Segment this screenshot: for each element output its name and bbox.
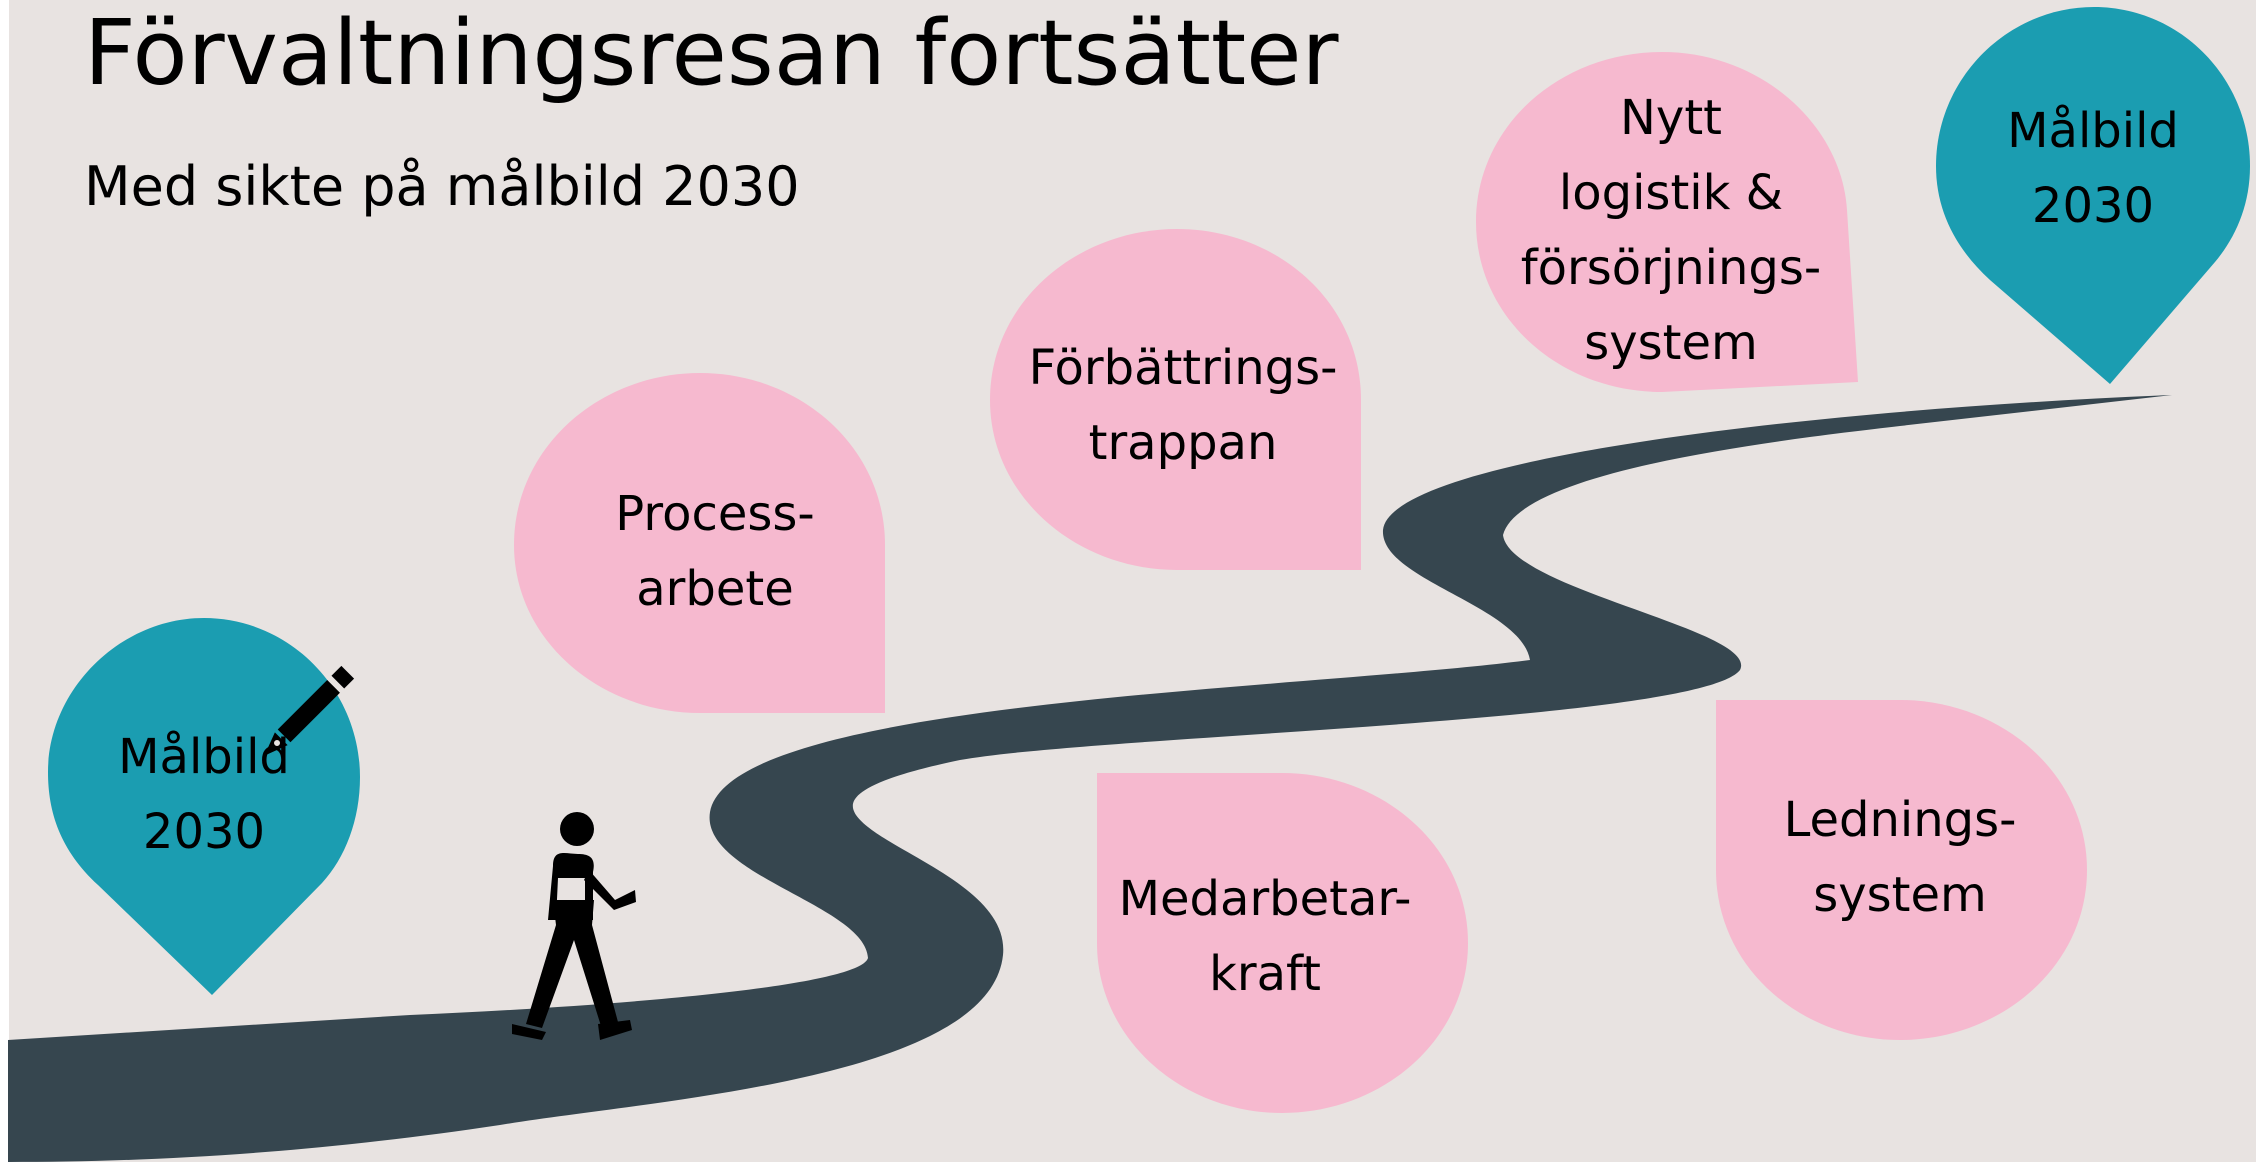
logistics-line4: system (1584, 315, 1758, 371)
bubble-process-shape (514, 373, 885, 713)
improvement-line1: Förbättrings- (1028, 340, 1338, 396)
logistics-label: Nytt logistik & försörjnings- system (1491, 81, 1851, 381)
goal-pin-label: Målbild 2030 (1993, 94, 2193, 244)
goal-pin-shape (1936, 7, 2250, 384)
process-line2: arbete (636, 561, 794, 617)
employee-line2: kraft (1209, 946, 1321, 1002)
management-line1: Lednings- (1783, 792, 2017, 848)
goal-pin-line2: 2030 (2031, 178, 2155, 234)
management-line2: system (1813, 867, 1987, 923)
page-title: Förvaltningsresan fortsätter (84, 1, 1339, 106)
employee-label: Medarbetar- kraft (1095, 862, 1435, 1012)
process-label: Process- arbete (565, 477, 865, 627)
left-border (0, 0, 9, 1162)
start-pin-line1: Målbild (118, 729, 290, 785)
improvement-label: Förbättrings- trappan (1013, 331, 1353, 481)
improvement-line2: trappan (1088, 415, 1278, 471)
road-path (8, 395, 2172, 1162)
bubble-logistics-shape (1476, 52, 1858, 392)
walking-person-icon (512, 812, 636, 1040)
page-subtitle: Med sikte på målbild 2030 (84, 155, 800, 218)
pencil-icon (264, 665, 355, 756)
start-pin-line2: 2030 (142, 804, 266, 860)
start-pin-shape (48, 618, 360, 995)
employee-line1: Medarbetar- (1118, 871, 1412, 927)
logistics-line3: försörjnings- (1520, 240, 1822, 296)
logistics-line1: Nytt (1620, 90, 1722, 146)
start-pin-label: Målbild 2030 (104, 720, 304, 870)
logistics-line2: logistik & (1558, 165, 1784, 221)
bubble-employee-shape (1097, 773, 1468, 1113)
process-line1: Process- (615, 486, 815, 542)
goal-pin-line1: Målbild (2007, 103, 2179, 159)
bubble-management-shape (1716, 700, 2087, 1040)
management-label: Lednings- system (1740, 783, 2060, 933)
bubble-improvement-shape (990, 229, 1361, 570)
